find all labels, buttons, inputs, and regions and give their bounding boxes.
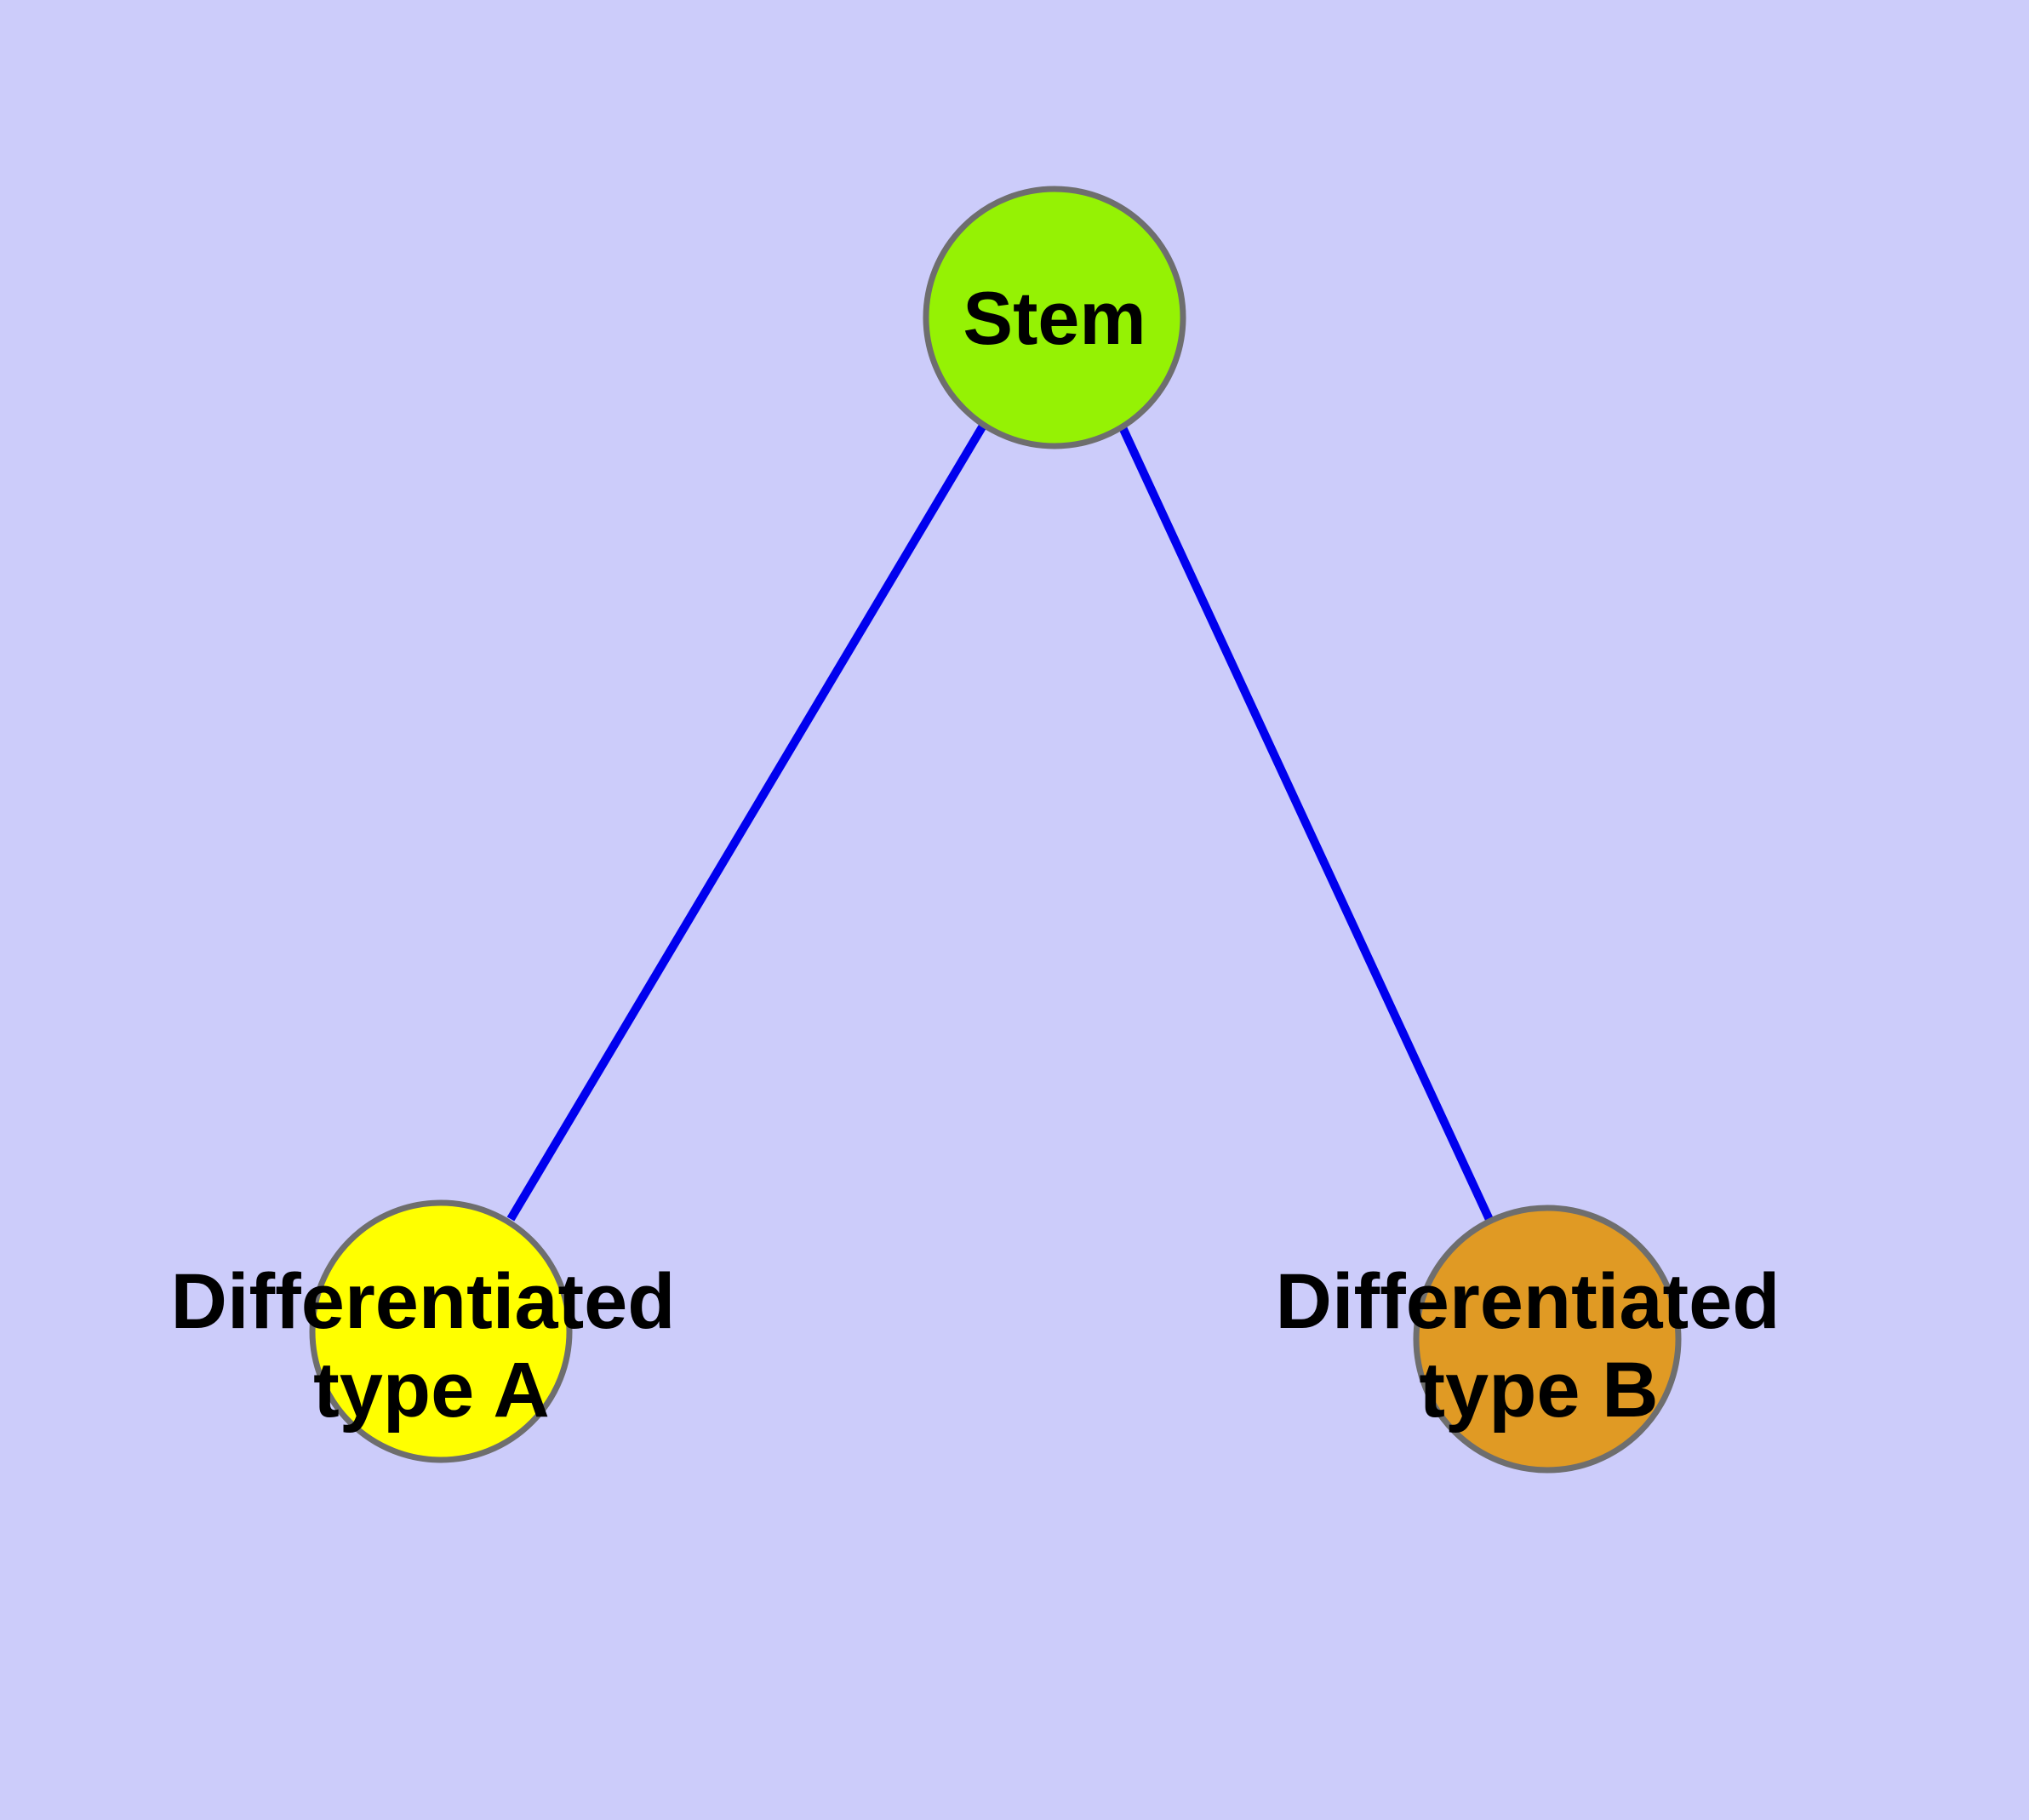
node-label-stem: Stem <box>963 276 1146 360</box>
node-layer <box>309 186 1682 1474</box>
node-differentiated-type-b[interactable] <box>1413 1205 1682 1474</box>
edge-layer <box>506 423 1495 1226</box>
node-differentiated-type-a[interactable] <box>309 1199 573 1463</box>
node-stem[interactable] <box>923 186 1186 449</box>
node-label-differentiated-type-b-line2: type B <box>1419 1347 1658 1434</box>
node-label-differentiated-type-b-line1: Differentiated <box>1276 1258 1780 1345</box>
edge-stem-to-differentiated-type-b[interactable] <box>1117 423 1495 1226</box>
node-label-differentiated-type-a-line2: type A <box>313 1347 550 1434</box>
edge-stem-to-differentiated-type-a[interactable] <box>506 423 987 1222</box>
label-layer: Stem Differentiated type A Differentiate… <box>171 276 1780 1434</box>
node-label-differentiated-type-a-line1: Differentiated <box>171 1258 676 1345</box>
